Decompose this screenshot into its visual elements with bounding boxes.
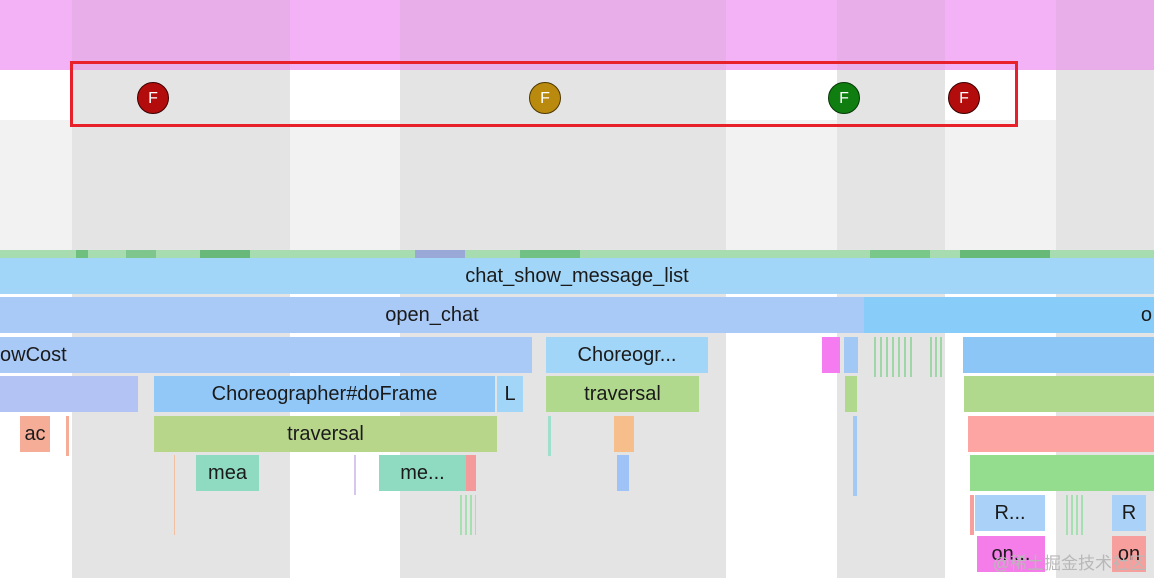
slice-chat-show-message-list[interactable]: chat_show_message_list xyxy=(0,258,1154,294)
slice-small[interactable] xyxy=(614,416,634,452)
slice-block[interactable] xyxy=(970,455,1154,491)
slice-ac[interactable]: ac xyxy=(20,416,50,452)
frame-marker[interactable]: F xyxy=(529,82,561,114)
slice-traversal-right[interactable]: traversal xyxy=(546,376,699,412)
empty-gap xyxy=(945,120,1056,250)
slice-label: mea xyxy=(208,462,247,484)
activity-tick xyxy=(76,250,88,258)
slice-on-dots[interactable]: on... xyxy=(977,536,1045,572)
slice-r[interactable]: R xyxy=(1112,495,1146,531)
watermark: @稀土掘金技术社区 xyxy=(992,554,1146,573)
top-track-band xyxy=(400,0,726,70)
thin-slice-cluster xyxy=(1066,495,1086,535)
slice-block[interactable] xyxy=(964,376,1154,412)
top-track-band xyxy=(1056,0,1154,70)
activity-tick xyxy=(870,250,930,258)
empty-gap xyxy=(290,70,400,120)
thin-slice xyxy=(174,455,175,535)
slice-small[interactable] xyxy=(466,455,476,491)
slice-me-dots[interactable]: me... xyxy=(379,455,466,491)
slice-label: ac xyxy=(24,423,46,445)
slice-small[interactable] xyxy=(845,376,857,412)
thin-slice xyxy=(548,416,551,456)
slice-r-dots[interactable]: R... xyxy=(975,495,1045,531)
slice-open-chat-continued[interactable]: o xyxy=(864,297,1154,333)
frame-marker[interactable]: F xyxy=(948,82,980,114)
slice-on[interactable]: on xyxy=(1112,536,1146,572)
activity-tick xyxy=(520,250,580,258)
slice-label: traversal xyxy=(287,423,364,445)
empty-gap xyxy=(0,70,72,120)
frame-marker-label: F xyxy=(148,90,158,107)
slice-small[interactable] xyxy=(822,337,840,373)
slice-label: traversal xyxy=(584,383,661,405)
frame-marker-label: F xyxy=(959,90,969,107)
slice-label: Choreogr... xyxy=(577,344,677,366)
thin-slice xyxy=(970,495,974,535)
slice-measure[interactable]: mea xyxy=(196,455,259,491)
slice-label: me... xyxy=(400,462,445,484)
slice-open-chat[interactable]: open_chat xyxy=(0,297,864,333)
slice-label: L xyxy=(504,383,516,405)
thin-slice xyxy=(853,416,857,496)
slice-label: R... xyxy=(994,502,1026,524)
slice-show-cost[interactable]: owCost xyxy=(0,337,532,373)
slice-traversal-main[interactable]: traversal xyxy=(154,416,497,452)
activity-tick xyxy=(200,250,250,258)
slice-label: R xyxy=(1121,502,1137,524)
slice-label: Choreographer#doFrame xyxy=(211,383,438,405)
thin-slice xyxy=(66,416,69,456)
slice-label: open_chat xyxy=(385,304,479,326)
slice-small[interactable] xyxy=(844,337,858,373)
top-track-band xyxy=(837,0,945,70)
slice-label: owCost xyxy=(0,344,67,366)
slice-choreographer-do-frame[interactable]: Choreographer#doFrame xyxy=(154,376,495,412)
thin-slice-cluster xyxy=(460,495,476,535)
slice-label: on xyxy=(1117,543,1141,565)
slice-label: on... xyxy=(991,543,1031,565)
top-track-band xyxy=(72,0,290,70)
thin-slice-cluster xyxy=(874,337,914,377)
slice-label: o xyxy=(1140,304,1152,326)
empty-gap xyxy=(726,120,837,250)
empty-gap xyxy=(290,120,400,250)
frame-marker[interactable]: F xyxy=(137,82,169,114)
activity-tick xyxy=(960,250,1050,258)
activity-tick xyxy=(126,250,156,258)
frame-marker[interactable]: F xyxy=(828,82,860,114)
slice-label: chat_show_message_list xyxy=(465,265,689,287)
thin-slice-cluster xyxy=(930,337,942,377)
activity-tick xyxy=(415,250,465,258)
slice-block[interactable] xyxy=(968,416,1154,452)
slice-block[interactable] xyxy=(963,337,1154,373)
frame-markers-highlight-box xyxy=(70,61,1018,127)
slice-choreographer-short[interactable]: Choreogr... xyxy=(546,337,708,373)
slice-l[interactable]: L xyxy=(497,376,523,412)
empty-gap xyxy=(726,70,837,120)
slice-small[interactable] xyxy=(617,455,629,491)
frame-marker-label: F xyxy=(839,90,849,107)
thin-slice xyxy=(354,455,356,495)
slice-block[interactable] xyxy=(0,376,138,412)
frame-marker-label: F xyxy=(540,90,550,107)
